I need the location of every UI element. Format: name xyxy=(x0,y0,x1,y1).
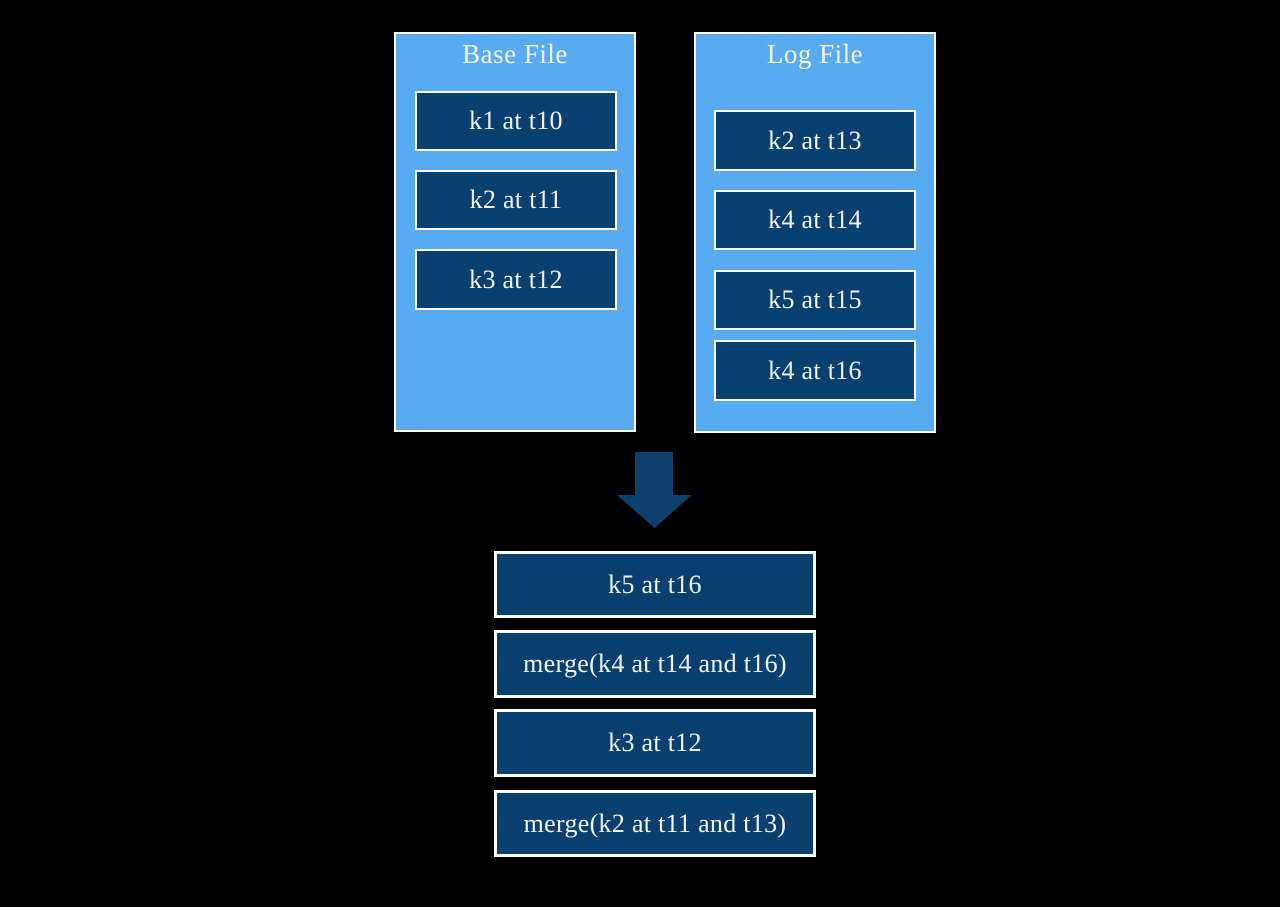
base-file-record: k2 at t11 xyxy=(415,170,617,230)
base-file-record: k1 at t10 xyxy=(415,91,617,151)
log-file-record: k4 at t16 xyxy=(714,340,916,401)
merged-record: merge(k4 at t14 and t16) xyxy=(494,630,816,698)
down-arrow-icon xyxy=(617,452,692,528)
log-file-title: Log File xyxy=(766,39,864,69)
base-file-record: k3 at t12 xyxy=(415,249,617,310)
merged-record: k3 at t12 xyxy=(494,709,816,777)
merged-record: merge(k2 at t11 and t13) xyxy=(494,790,816,857)
log-file-record: k4 at t14 xyxy=(714,190,916,250)
log-file-record: k2 at t13 xyxy=(714,110,916,171)
base-file-title: Base File xyxy=(462,39,568,69)
log-file-record: k5 at t15 xyxy=(714,270,916,330)
merged-record: k5 at t16 xyxy=(494,551,816,618)
